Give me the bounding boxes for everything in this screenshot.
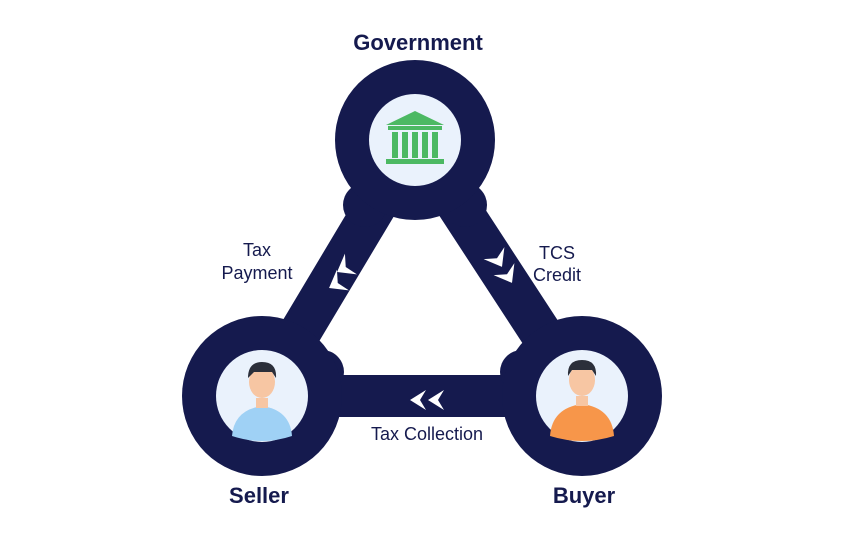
bank-building-icon [386,111,444,164]
tax-collection-arrows-icon [410,390,444,410]
buyer-label: Buyer [553,483,616,508]
buyer-node [502,316,662,476]
tax-payment-arrows-icon [329,253,357,291]
tcs-credit-label-line2: Credit [533,265,581,285]
government-label: Government [353,30,483,55]
tax-payment-label-line2: Payment [221,263,292,283]
seller-node [182,316,342,476]
seller-label: Seller [229,483,289,508]
buyer-avatar-icon [550,360,614,441]
tax-collection-label: Tax Collection [371,424,483,444]
tcs-credit-label-line1: TCS [539,243,575,263]
seller-avatar-icon [232,362,292,441]
tcs-credit-arrows-icon [483,247,515,283]
government-node [335,60,495,220]
tax-payment-label-line1: Tax [243,240,271,260]
